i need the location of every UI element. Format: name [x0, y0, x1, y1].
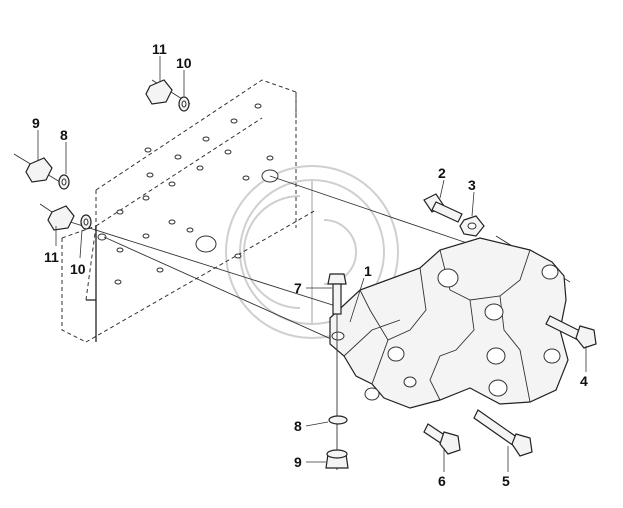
vertical-bolt-7: [325, 273, 349, 470]
callout-9-left: 9: [32, 115, 40, 131]
washer-10-top: [178, 96, 190, 112]
bolt-2: [423, 193, 463, 223]
washer-10-left: [80, 214, 92, 230]
bolt-6: [423, 423, 461, 455]
callout-6: 6: [438, 473, 446, 489]
nut-3: [459, 215, 485, 237]
bracket-assembly: [329, 237, 569, 409]
washer-8-left: [58, 174, 70, 190]
callout-4: 4: [580, 373, 588, 389]
callout-5: 5: [502, 473, 510, 489]
callout-7: 7: [294, 280, 302, 296]
bolt-4: [545, 315, 597, 349]
callout-10-left: 10: [70, 261, 86, 277]
nut-11-top: [145, 79, 173, 105]
callout-10-top: 10: [176, 55, 192, 71]
callout-3: 3: [468, 177, 476, 193]
nut-11-left: [47, 205, 75, 231]
leader-lines: [37, 56, 587, 472]
callout-2: 2: [438, 165, 446, 181]
callout-11-top: 11: [152, 41, 167, 57]
callout-9-lower: 9: [294, 454, 302, 470]
nut-9-left: [25, 157, 53, 183]
callout-11-left: 11: [44, 249, 59, 265]
bolt-5: [473, 409, 533, 457]
frame-rail: [61, 79, 317, 343]
callout-1: 1: [364, 263, 372, 279]
callout-8-left: 8: [60, 127, 68, 143]
callout-8-lower: 8: [294, 418, 302, 434]
